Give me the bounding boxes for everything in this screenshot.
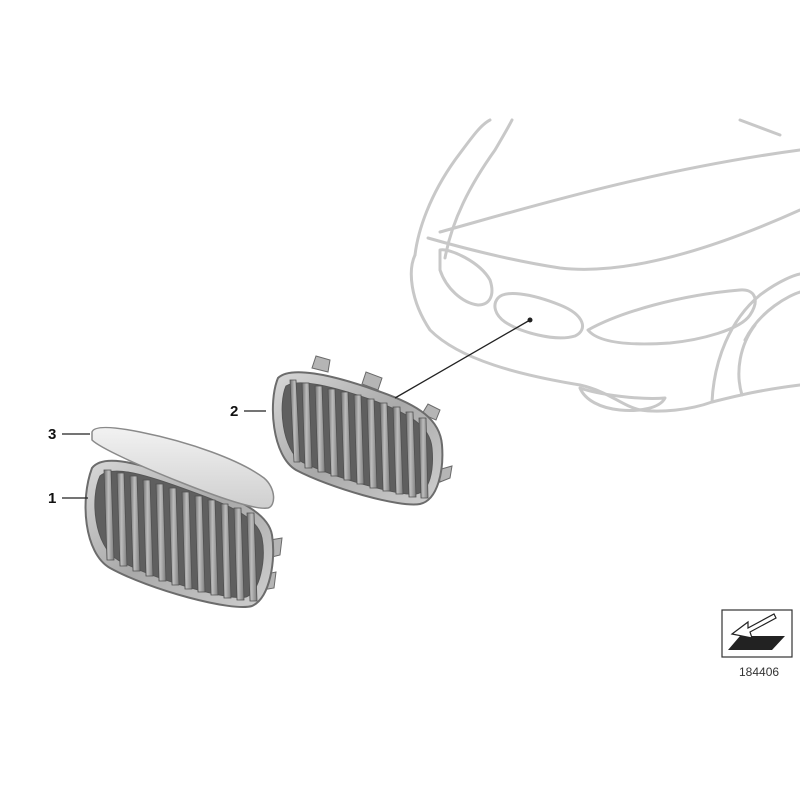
leader-lines <box>62 319 531 499</box>
grille-slats-right <box>289 379 429 499</box>
leader-line-2 <box>394 319 531 399</box>
reference-icon <box>721 609 793 658</box>
leader-dot <box>527 317 533 323</box>
kidney-grille-right <box>271 355 453 506</box>
reference-number: 184406 <box>739 665 779 679</box>
grille-slats-left <box>103 469 258 602</box>
callout-3: 3 <box>48 426 56 443</box>
callout-2: 2 <box>230 403 238 420</box>
car-front-outline <box>409 118 800 413</box>
trim-strip <box>91 426 275 509</box>
callout-1: 1 <box>48 490 56 507</box>
